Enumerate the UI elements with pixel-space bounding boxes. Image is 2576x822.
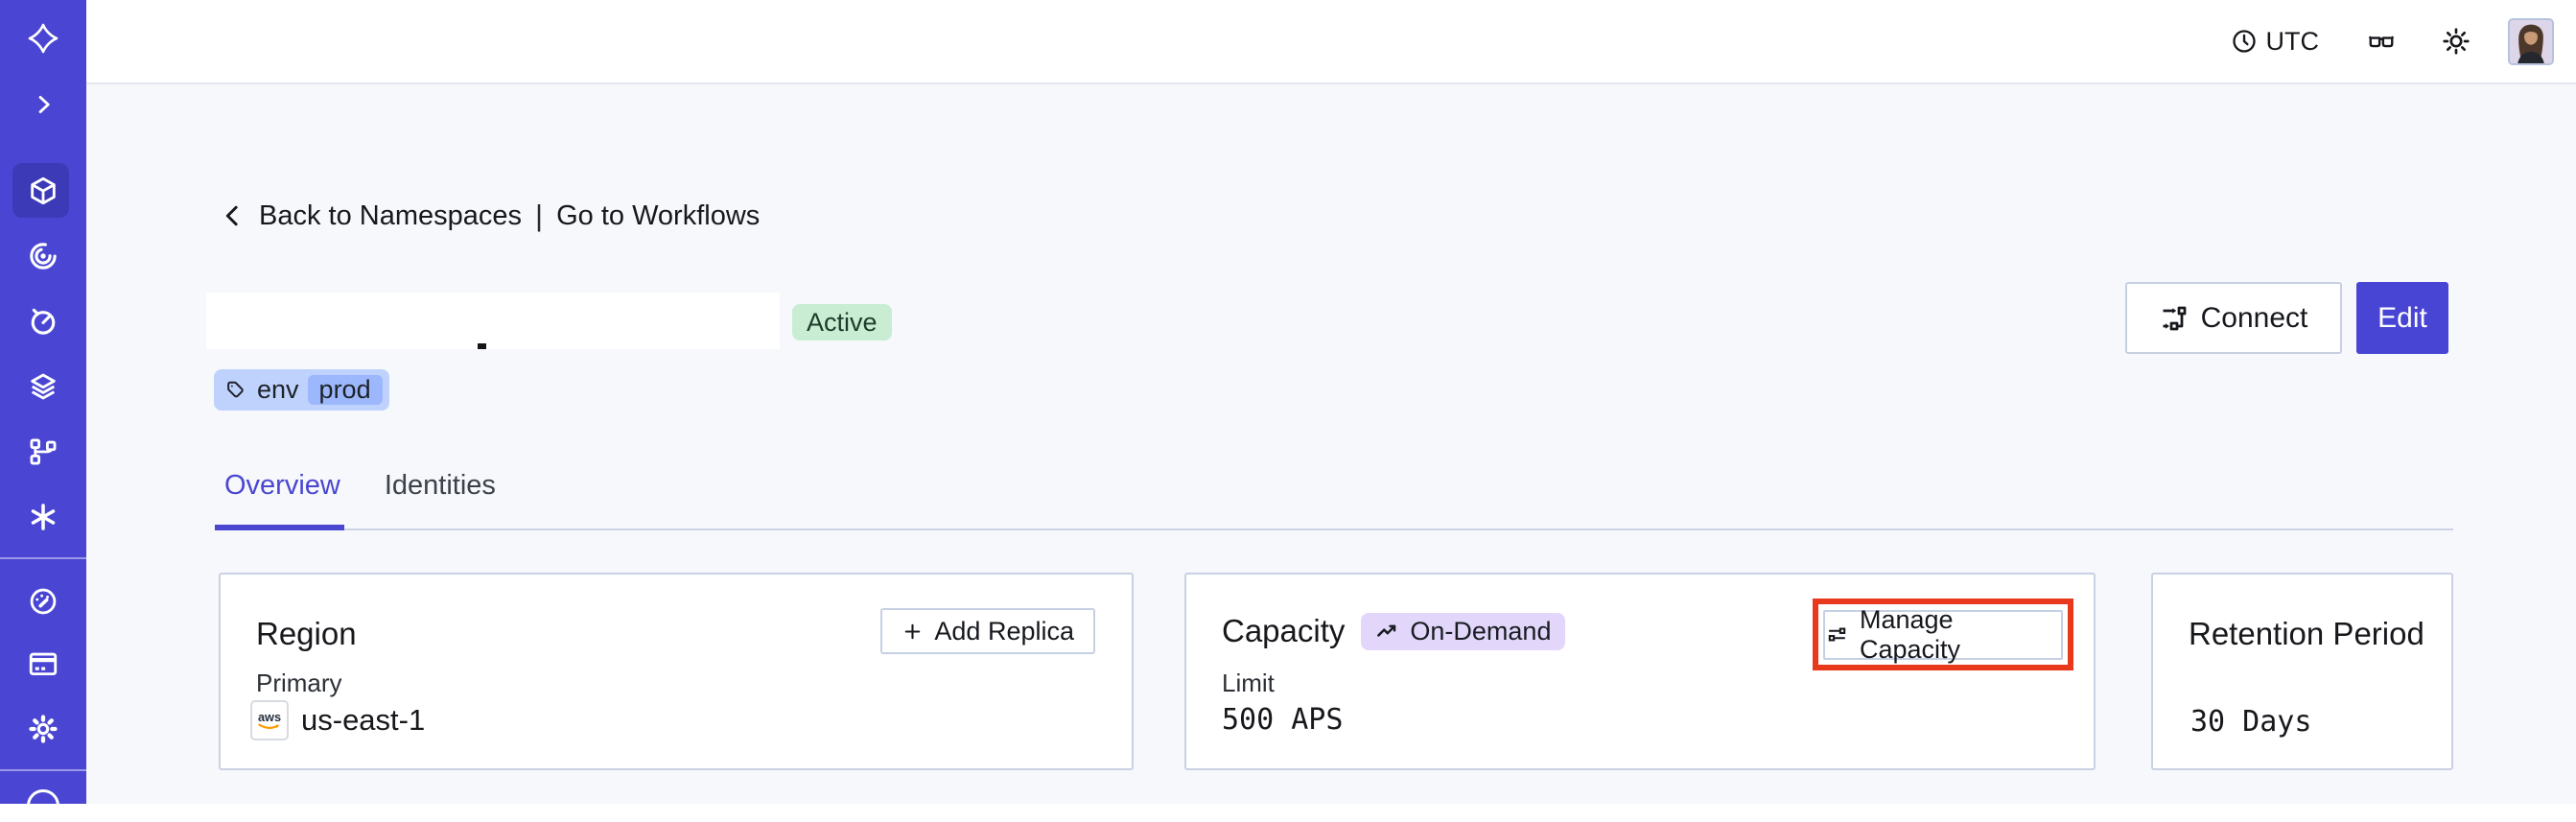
asterisk-icon <box>31 504 56 530</box>
sidebar-item-support[interactable] <box>27 789 59 822</box>
sliders-icon <box>1828 627 1846 642</box>
connect-icon <box>2163 306 2187 330</box>
sidebar-item-schedules[interactable] <box>0 291 86 352</box>
sidebar-item-billing[interactable] <box>0 633 86 694</box>
sun-theme-icon[interactable] <box>2441 26 2471 57</box>
retention-card-title: Retention Period <box>2189 616 2424 651</box>
sidebar-item-settings[interactable] <box>0 698 86 760</box>
cube-icon <box>31 176 56 205</box>
plus-icon <box>905 623 921 639</box>
add-replica-label: Add Replica <box>934 616 1074 646</box>
sidebar <box>0 0 86 822</box>
user-avatar[interactable] <box>2508 17 2554 65</box>
breadcrumb-separator: | <box>535 199 544 232</box>
tag-icon <box>227 381 244 398</box>
on-demand-badge: On-Demand <box>1361 612 1566 650</box>
sidebar-item-deployments[interactable] <box>0 356 86 417</box>
retention-value: 30 Days <box>2190 705 2312 739</box>
region-card: Region Add Replica Primary aws us-east-1 <box>219 573 1134 770</box>
go-to-workflows-link[interactable]: Go to Workflows <box>556 200 761 231</box>
add-replica-button[interactable]: Add Replica <box>880 608 1095 654</box>
namespace-tag-chip: env prod <box>214 369 389 411</box>
tag-value: prod <box>307 375 383 405</box>
connect-label: Connect <box>2200 301 2308 334</box>
back-chevron-icon <box>225 205 238 226</box>
redaction-artifact <box>478 343 486 349</box>
timezone-selector[interactable]: UTC <box>2231 26 2320 57</box>
layers-icon <box>31 373 56 400</box>
capacity-card-title: Capacity <box>1222 613 1346 648</box>
gear-icon <box>29 715 58 743</box>
connect-button[interactable]: Connect <box>2125 282 2342 354</box>
clock-icon <box>2232 30 2256 53</box>
trending-up-icon <box>1377 624 1396 637</box>
tab-bar: Overview Identities <box>215 470 505 502</box>
status-label: Active <box>807 307 878 337</box>
back-to-namespaces-link[interactable]: Back to Namespaces <box>219 200 522 232</box>
sidebar-expand-chevron-icon[interactable] <box>0 74 86 135</box>
sidebar-item-nexus[interactable] <box>0 486 86 548</box>
sidebar-divider <box>0 769 86 771</box>
tab-divider <box>219 528 2453 530</box>
gauge-icon <box>30 588 57 615</box>
branch-icon <box>30 438 57 465</box>
region-value-row: aws us-east-1 <box>250 700 425 740</box>
aws-provider-badge: aws <box>250 700 289 740</box>
edit-label: Edit <box>2377 301 2427 334</box>
main-content: Back to Namespaces | Go to Workflows Act… <box>86 84 2576 804</box>
back-link-label: Back to Namespaces <box>259 200 523 231</box>
annotation-highlight-box: Manage Capacity <box>1813 599 2073 670</box>
sidebar-item-namespaces[interactable] <box>0 160 86 222</box>
on-demand-label: On-Demand <box>1410 616 1552 646</box>
aws-logo-icon: aws <box>258 710 281 729</box>
sidebar-item-usage[interactable] <box>0 571 86 632</box>
glasses-icon[interactable] <box>2364 27 2399 56</box>
status-badge: Active <box>792 304 892 341</box>
retention-card: Retention Period 30 Days <box>2151 573 2453 770</box>
limit-value: 500 APS <box>1222 703 1344 737</box>
credit-card-icon <box>29 652 58 676</box>
avatar-photo <box>2510 19 2552 63</box>
capacity-card: Capacity On-Demand Manage Capacity <box>1184 573 2096 770</box>
manage-capacity-button[interactable]: Manage Capacity <box>1823 605 2063 664</box>
active-tab-underline <box>215 525 344 530</box>
sidebar-divider <box>0 557 86 559</box>
tab-overview[interactable]: Overview <box>224 470 340 501</box>
edit-button[interactable]: Edit <box>2356 282 2448 354</box>
manage-capacity-label: Manage Capacity <box>1859 604 1961 664</box>
breadcrumb: Back to Namespaces | Go to Workflows <box>219 197 760 235</box>
svg-text:aws: aws <box>258 710 281 724</box>
sidebar-item-activity[interactable] <box>0 225 86 287</box>
region-value: us-east-1 <box>301 703 426 737</box>
namespace-title-redacted <box>206 293 780 349</box>
temporal-logo-icon[interactable] <box>0 8 86 69</box>
limit-label: Limit <box>1222 669 1275 697</box>
region-card-title: Region <box>256 616 357 651</box>
tab-identities[interactable]: Identities <box>384 470 496 501</box>
timezone-label: UTC <box>2265 26 2320 56</box>
capacity-title-row: Capacity On-Demand <box>1222 609 1566 653</box>
tag-key: env <box>257 375 299 404</box>
timer-icon <box>31 308 56 335</box>
primary-label: Primary <box>256 669 342 697</box>
topbar: UTC <box>86 0 2576 84</box>
sidebar-item-batch-operations[interactable] <box>0 421 86 482</box>
topbar-controls: UTC <box>2231 0 2554 82</box>
spiral-icon <box>30 243 57 270</box>
